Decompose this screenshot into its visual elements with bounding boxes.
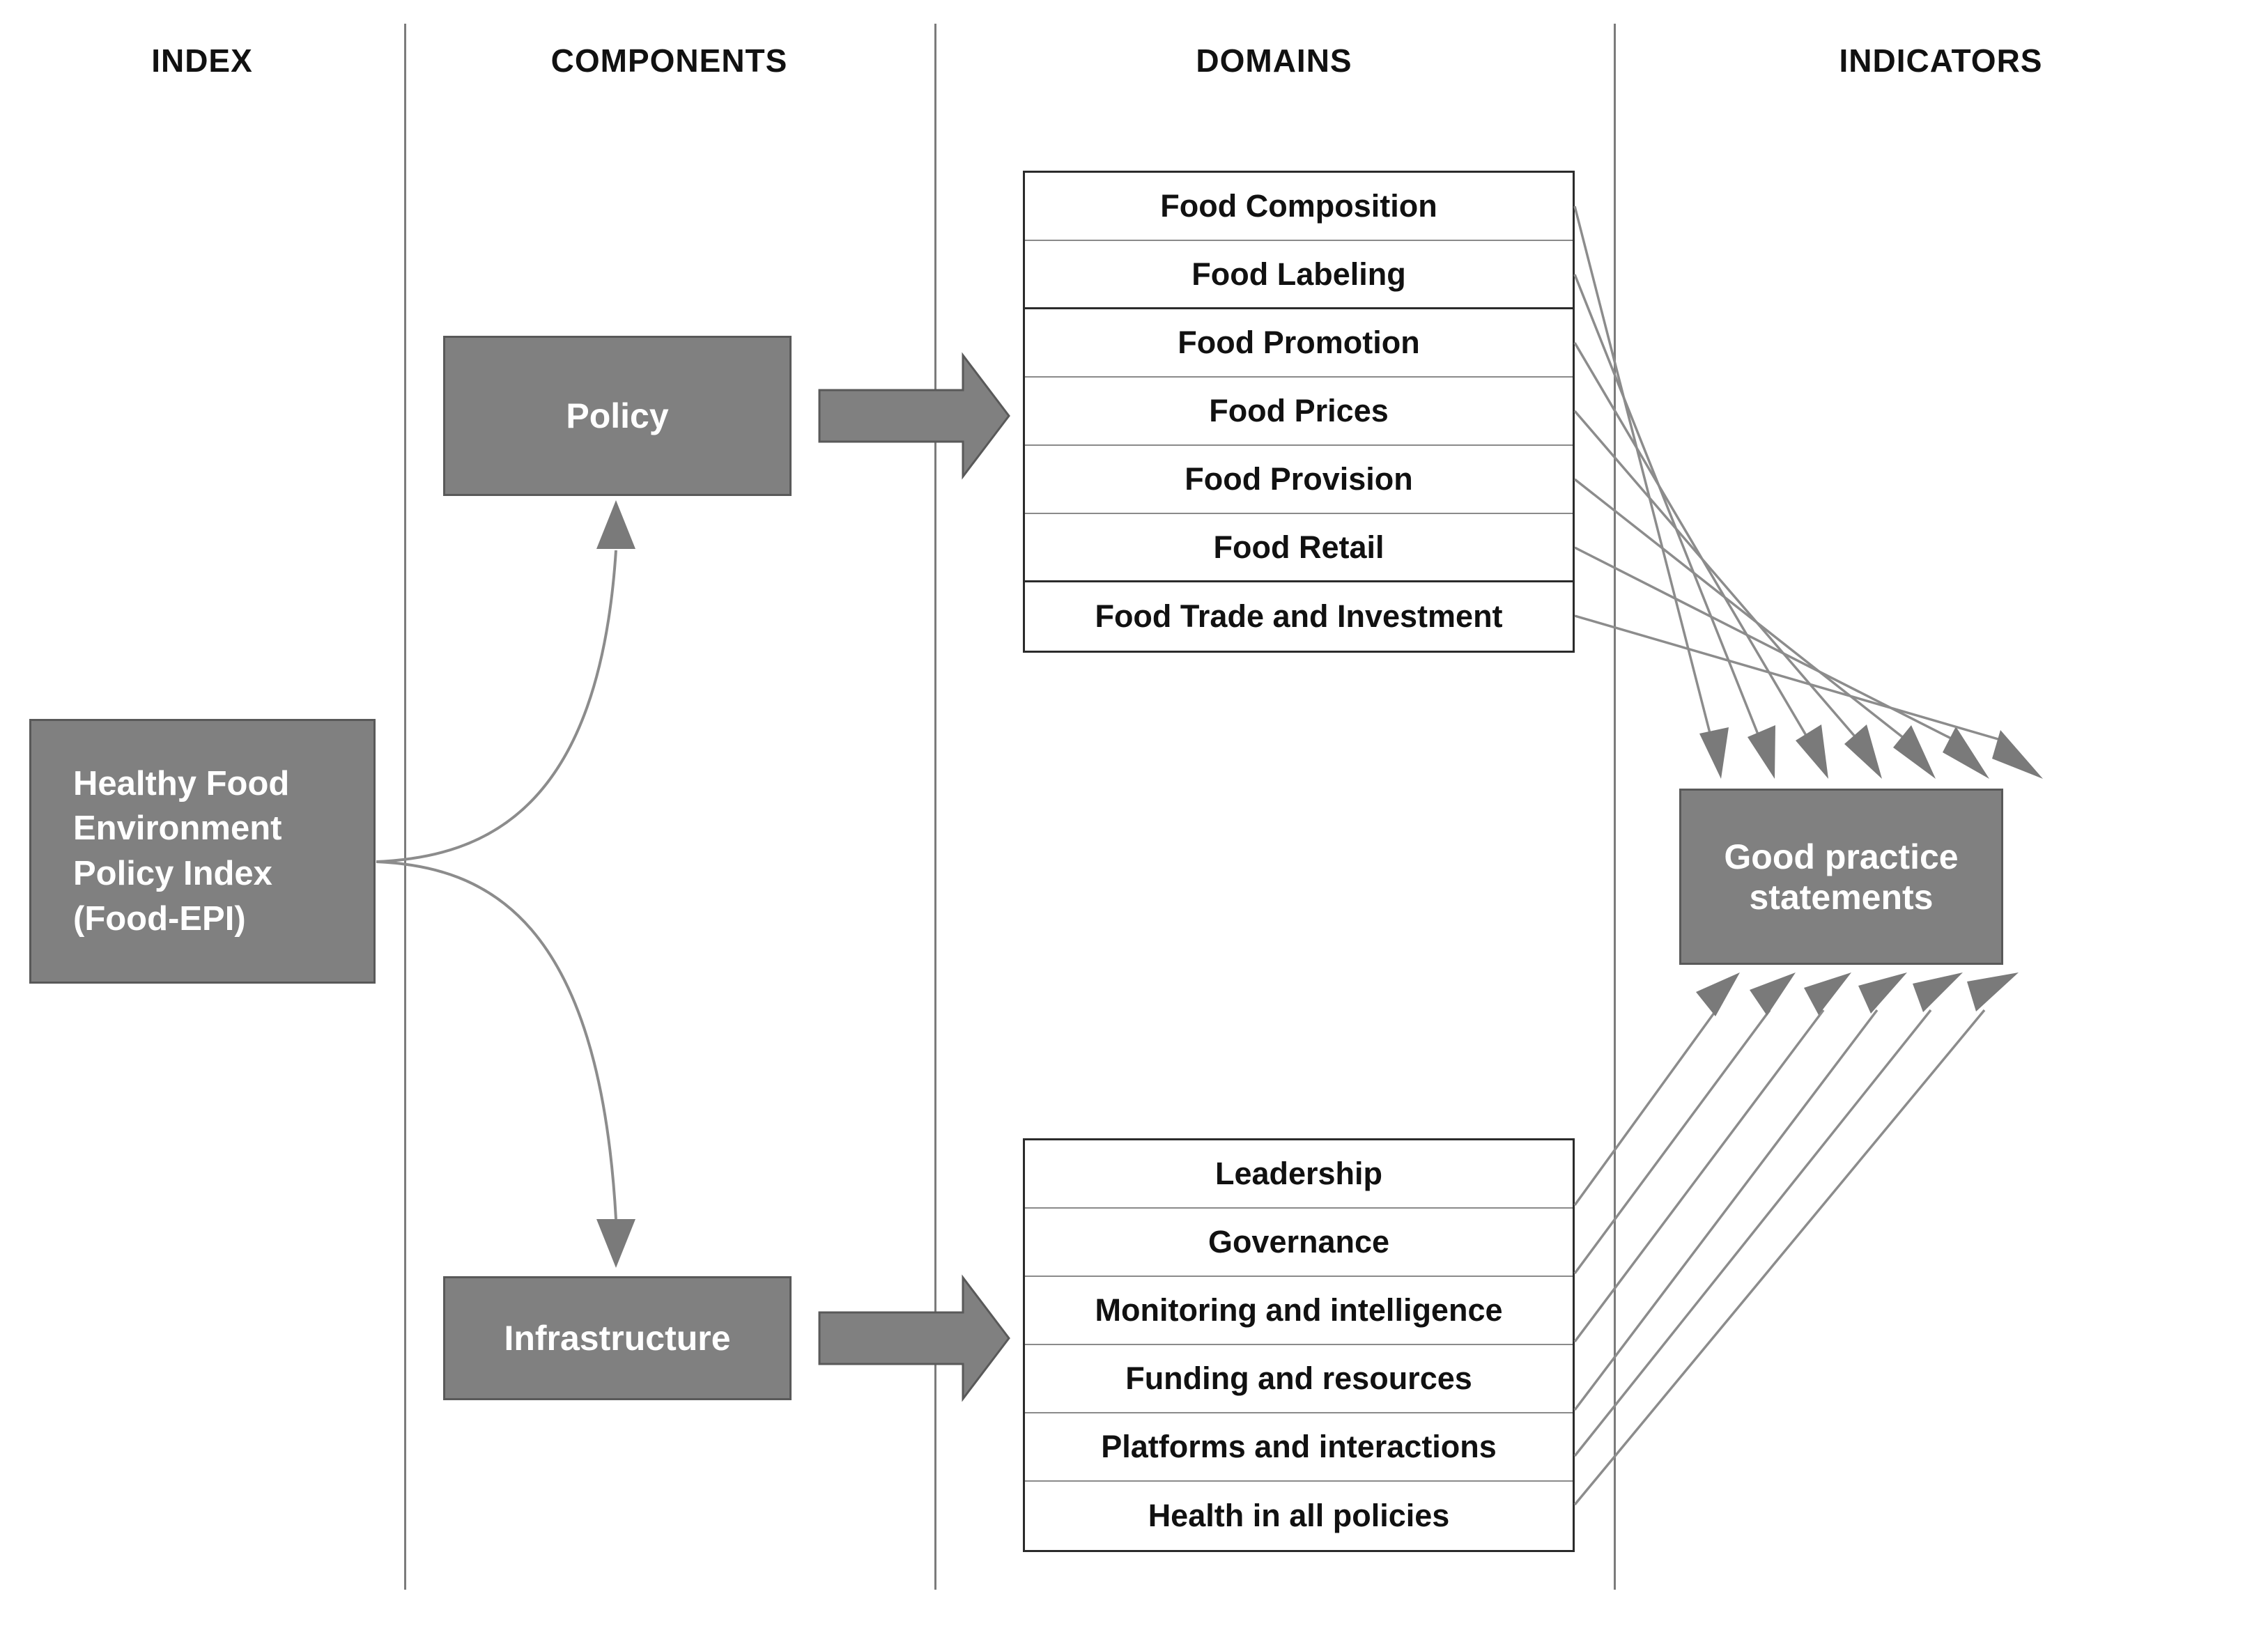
- domains-table-infrastructure: Leadership Governance Monitoring and int…: [1023, 1138, 1575, 1552]
- connector-infra-domain-6: [1573, 972, 2019, 1506]
- connector-policy-domain-5: [1573, 478, 1936, 779]
- curve-index-to-policy: [376, 500, 635, 863]
- divider-index-components: [404, 24, 406, 1590]
- domain-row[interactable]: Food Prices: [1025, 378, 1573, 446]
- column-header-components: COMPONENTS: [550, 42, 788, 79]
- domain-row[interactable]: Health in all policies: [1148, 1498, 1450, 1533]
- curve-index-to-infrastructure: [376, 860, 635, 1268]
- connector-infra-domain-2: [1573, 972, 1796, 1275]
- component-box-infrastructure[interactable]: Infrastructure: [443, 1276, 792, 1400]
- domain-row[interactable]: Platforms and interactions: [1025, 1413, 1573, 1482]
- column-header-index: INDEX: [151, 42, 253, 79]
- connector-infra-domain-1: [1573, 972, 1740, 1207]
- domain-row[interactable]: Food Promotion: [1025, 309, 1573, 378]
- domain-row[interactable]: Food Provision: [1025, 446, 1573, 514]
- connector-infra-domain-3: [1573, 972, 1851, 1343]
- block-arrow-infrastructure-to-domains: [818, 1274, 1010, 1402]
- domains-table-policy: Food Composition Food Labeling Food Prom…: [1023, 171, 1575, 653]
- index-box-label: Healthy Food Environment Policy Index (F…: [73, 764, 290, 938]
- connector-policy-domain-1: [1573, 206, 1729, 779]
- good-practice-statements-box[interactable]: Good practice statements: [1679, 789, 2003, 965]
- column-header-indicators: INDICATORS: [1839, 42, 2043, 79]
- domain-row[interactable]: Governance: [1025, 1209, 1573, 1277]
- connector-policy-domain-7: [1574, 614, 2043, 779]
- connector-policy-domain-4: [1573, 410, 1882, 779]
- connector-policy-domain-2: [1573, 274, 1775, 779]
- component-box-policy[interactable]: Policy: [443, 336, 792, 496]
- divider-domains-indicators: [1614, 24, 1616, 1590]
- index-box[interactable]: Healthy Food Environment Policy Index (F…: [29, 719, 376, 984]
- good-practice-statements-label: Good practice statements: [1724, 837, 1959, 917]
- domain-row[interactable]: Funding and resources: [1025, 1345, 1573, 1413]
- domain-row[interactable]: Food Trade and Investment: [1095, 598, 1503, 634]
- domain-row[interactable]: Food Labeling: [1025, 241, 1573, 309]
- domain-row[interactable]: Food Composition: [1025, 173, 1573, 241]
- component-policy-label: Policy: [566, 396, 669, 435]
- connector-policy-domain-6: [1574, 546, 1989, 779]
- column-header-domains: DOMAINS: [1196, 42, 1352, 79]
- connector-infra-domain-4: [1573, 972, 1907, 1411]
- divider-components-domains: [934, 24, 936, 1590]
- connector-infra-domain-5: [1573, 972, 1963, 1457]
- connector-policy-domain-3: [1573, 342, 1828, 779]
- domain-row[interactable]: Monitoring and intelligence: [1025, 1277, 1573, 1345]
- domain-row[interactable]: Leadership: [1025, 1140, 1573, 1209]
- domain-row[interactable]: Food Retail: [1025, 514, 1573, 582]
- block-arrow-policy-to-domains: [818, 352, 1010, 480]
- component-infrastructure-label: Infrastructure: [504, 1319, 731, 1358]
